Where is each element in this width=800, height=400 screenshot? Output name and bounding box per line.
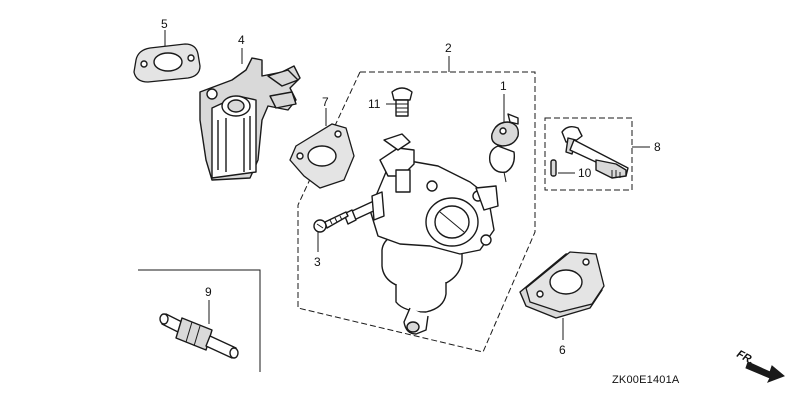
callout-5: 5: [161, 17, 168, 31]
callout-4: 4: [238, 33, 245, 47]
callout-6: 6: [559, 343, 566, 357]
part-3-screw: [313, 211, 349, 233]
part-9-hose-joint: [159, 313, 239, 359]
part-1-float-set: [488, 113, 519, 183]
callout-2: 2: [445, 41, 452, 55]
callout-7: 7: [322, 95, 329, 109]
front-arrow-icon: [745, 361, 785, 383]
callout-10: 10: [578, 166, 592, 180]
callout-11: 11: [368, 97, 381, 111]
part-8-lever: [561, 125, 629, 179]
part-6-gasket: [519, 251, 605, 319]
lever-group-boundary: [544, 117, 633, 191]
part-5-gasket: [133, 43, 201, 83]
front-direction-indicator: FR.: [735, 348, 785, 383]
part-10-pin: [550, 159, 557, 177]
hose-joint-boundary: [138, 269, 261, 372]
diagram-code: ZK00E1401A: [612, 374, 680, 386]
part-11-screw: [391, 87, 413, 117]
callout-3: 3: [314, 255, 321, 269]
callout-1: 1: [500, 79, 507, 93]
callout-9: 9: [205, 285, 212, 299]
part-4-insulator: [199, 57, 301, 181]
callout-8: 8: [654, 140, 661, 154]
assembly-boundary: [297, 71, 536, 353]
part-2-carburetor: [343, 133, 499, 335]
part-7-gasket: [289, 123, 355, 189]
